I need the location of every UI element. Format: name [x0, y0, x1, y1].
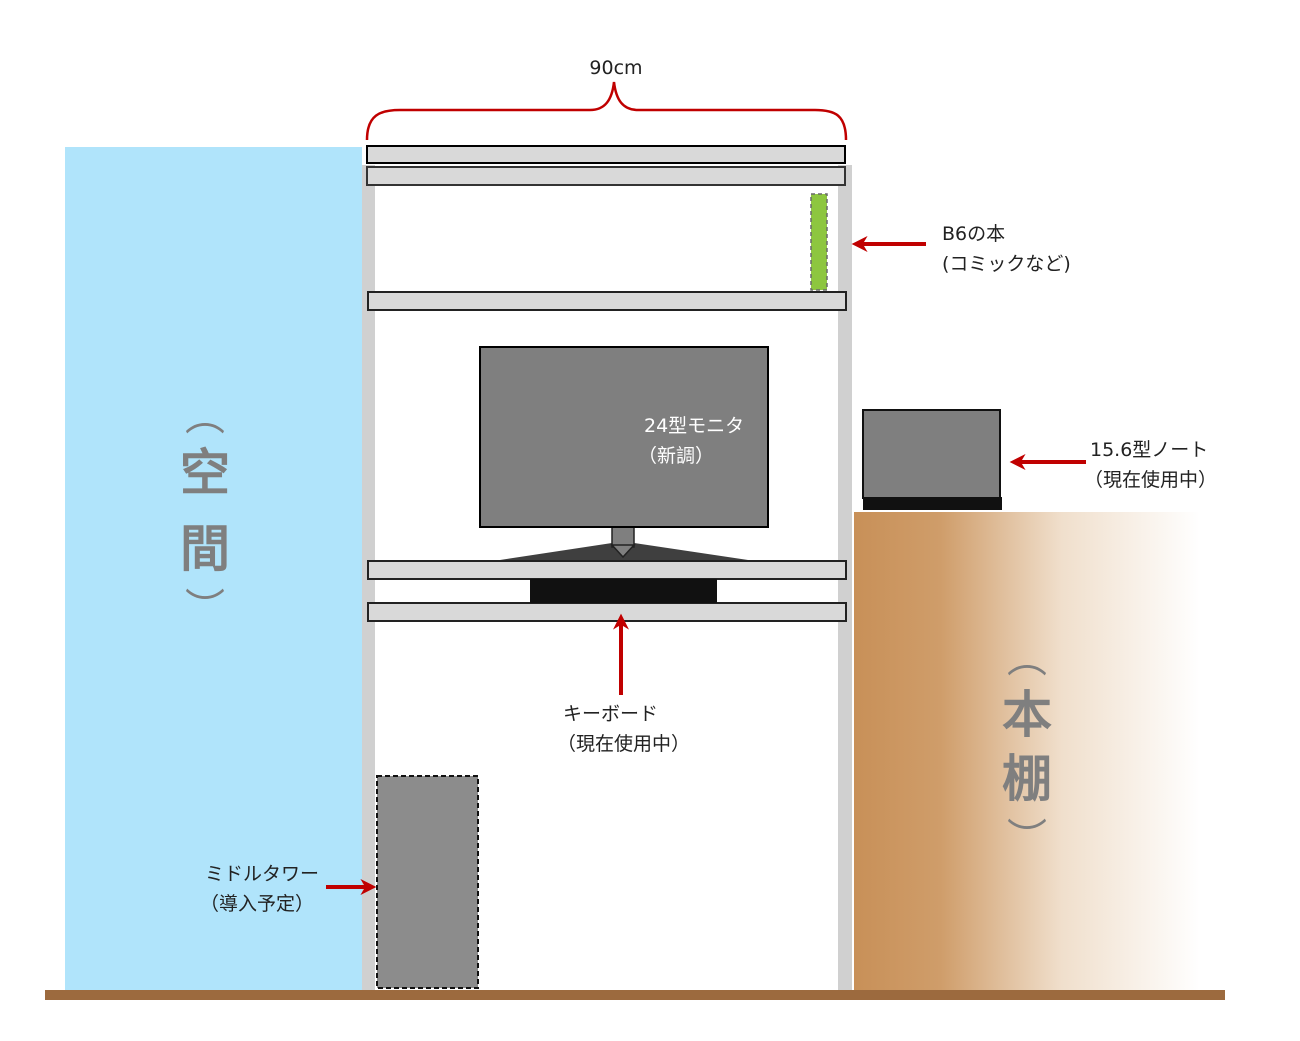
bookshelf-label-char: 本 [1002, 686, 1052, 744]
width-brace [365, 81, 848, 141]
rack-shelf [367, 291, 847, 311]
floor [45, 990, 1225, 1000]
bookshelf-label-close: ︶ [1007, 816, 1047, 862]
rack-shelf [367, 560, 847, 580]
bookshelf-area [854, 512, 1200, 990]
laptop-label: 15.6型ノート [1090, 439, 1208, 461]
keyboard [530, 579, 717, 603]
book-label: B6の本 [942, 223, 1005, 245]
keyboard-label: キーボード [563, 703, 658, 725]
space-label-close: ︶ [185, 586, 225, 632]
laptop-base [863, 497, 1002, 510]
laptop-label-sub: （現在使用中） [1084, 469, 1217, 491]
keyboard-label-sub: （現在使用中） [557, 733, 690, 755]
laptop [862, 409, 1001, 499]
rack-top-board [366, 145, 846, 164]
tower-label-sub: （導入予定） [200, 893, 314, 915]
bookshelf-label-open: ︵ [1007, 636, 1047, 682]
monitor-stand-neck [611, 526, 635, 548]
space-label-open: ︵ [185, 394, 225, 440]
width-label: 90cm [589, 57, 642, 79]
monitor [479, 346, 769, 528]
monitor-stand-tip [610, 544, 636, 559]
monitor-label: 24型モニタ [644, 415, 744, 437]
monitor-label-sub: （新調） [638, 445, 714, 467]
book-label-sub: (コミックなど) [942, 253, 1071, 275]
bookshelf-label-char: 棚 [1002, 750, 1052, 808]
space-label-char: 空 [180, 444, 230, 502]
space-label-char: 間 [180, 520, 230, 578]
book [810, 193, 828, 291]
rack-shelf [367, 602, 847, 622]
tower-label: ミドルタワー [205, 863, 319, 885]
mid-tower-pc [376, 775, 479, 989]
empty-space-area [65, 147, 362, 990]
rack-shelf [366, 166, 846, 186]
